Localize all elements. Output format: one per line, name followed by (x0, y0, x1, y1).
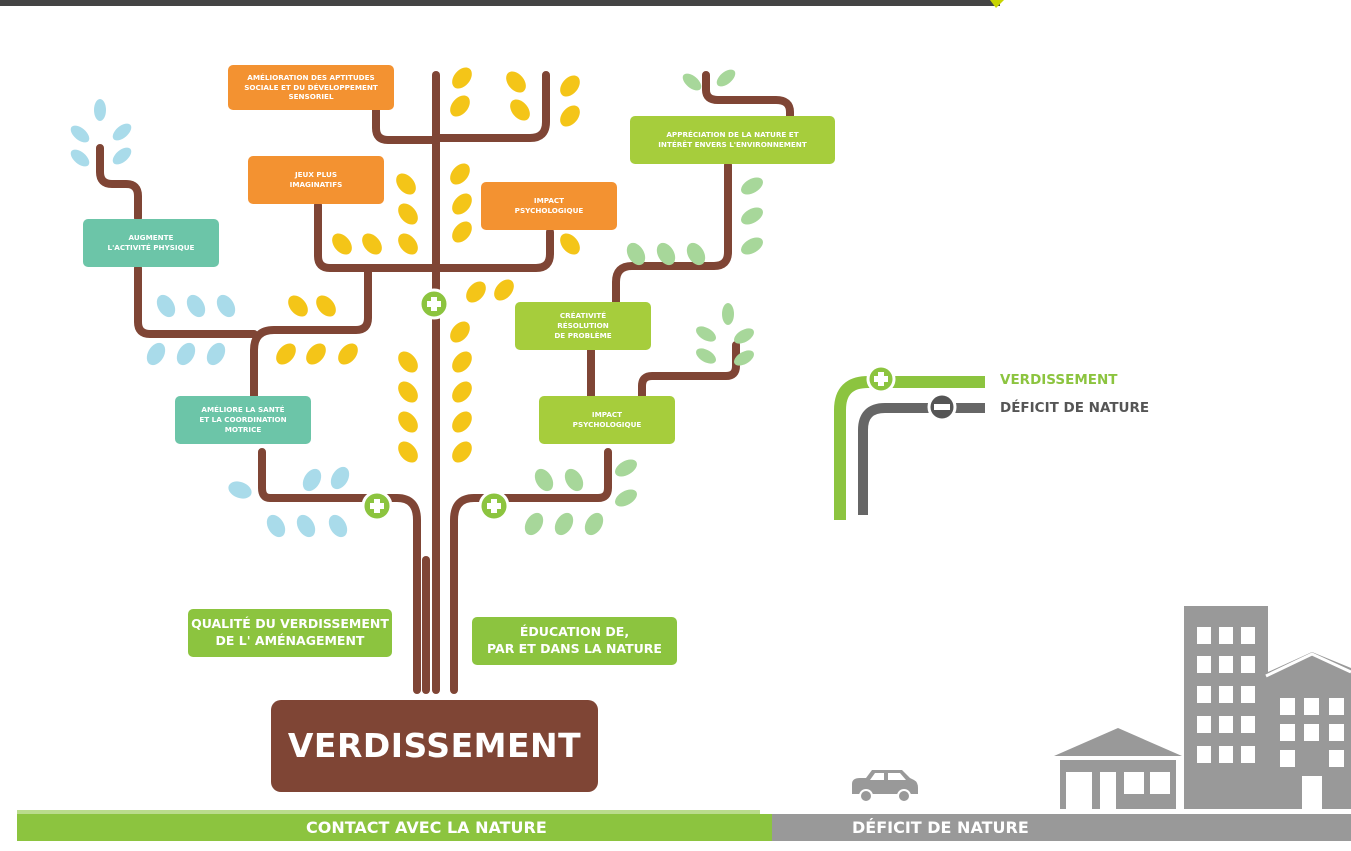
minus-icon (927, 392, 957, 422)
box-creativite: CRÉATIVITÉ RÉSOLUTION DE PROBLÈME (515, 302, 651, 350)
bottom-label-contact-nature: CONTACT AVEC LA NATURE (306, 818, 547, 837)
box-amelioration-aptitudes: AMÉLIORATION DES APTITUDES SOCIALE ET DU… (228, 65, 394, 110)
box-jeux-imaginatifs: JEUX PLUS IMAGINATIFS (248, 156, 384, 204)
box-impact-psychologique-bottom: IMPACT PSYCHOLOGIQUE (539, 396, 675, 444)
legend-label-verdissement: VERDISSEMENT (1000, 372, 1118, 388)
plus-icon (866, 364, 896, 394)
branch-left-lower (134, 264, 258, 338)
plus-badge-left (361, 490, 393, 522)
branch-top-right (432, 71, 550, 142)
box-augmente-activite: AUGMENTE L'ACTIVITÉ PHYSIQUE (83, 219, 219, 267)
branch-right-top (702, 71, 794, 120)
branch-mid-right (432, 228, 554, 272)
branch-mid-left (314, 201, 440, 272)
tree-branches (96, 71, 794, 694)
bottom-bar-green (17, 814, 772, 841)
box-qualite-verdissement: QUALITÉ DU VERDISSEMENT DE L' AMÉNAGEMEN… (188, 609, 392, 657)
building-icon (1184, 606, 1351, 809)
header-corner-mark (990, 0, 1004, 8)
car-icon (852, 770, 918, 803)
legend-label-deficit: DÉFICIT DE NATURE (1000, 400, 1150, 416)
trunk-root-left (258, 448, 421, 694)
box-appreciation-nature: APPRÉCIATION DE LA NATURE ET INTÉRÊT ENV… (630, 116, 835, 164)
header-strip (0, 0, 1000, 6)
house-icon (1054, 728, 1182, 809)
branch-right-small (638, 341, 740, 400)
bottom-bar-gray (772, 814, 1351, 841)
bottom-label-deficit-nature: DÉFICIT DE NATURE (852, 818, 1029, 837)
legend-lines (834, 376, 985, 520)
box-education-nature: ÉDUCATION DE, PAR ET DANS LA NATURE (472, 617, 677, 665)
grass-fringe (17, 810, 760, 814)
box-ameliore-sante: AMÉLIORE LA SANTÉ ET LA COORDINATION MOT… (175, 396, 311, 444)
plus-badge-right (478, 490, 510, 522)
branch-top-left (372, 106, 440, 144)
box-impact-psychologique-top: IMPACT PSYCHOLOGIQUE (481, 182, 617, 230)
trunk-root-right (450, 448, 612, 694)
plus-badge-trunk (418, 288, 450, 320)
blue-leaves (70, 99, 350, 538)
green-leaves (524, 69, 763, 536)
branch-left-arm (250, 266, 372, 400)
branch-right-mid (612, 161, 732, 306)
box-verdissement-main: VERDISSEMENT (271, 700, 598, 792)
branch-left-top (96, 144, 142, 222)
yellow-leaves (276, 67, 580, 463)
